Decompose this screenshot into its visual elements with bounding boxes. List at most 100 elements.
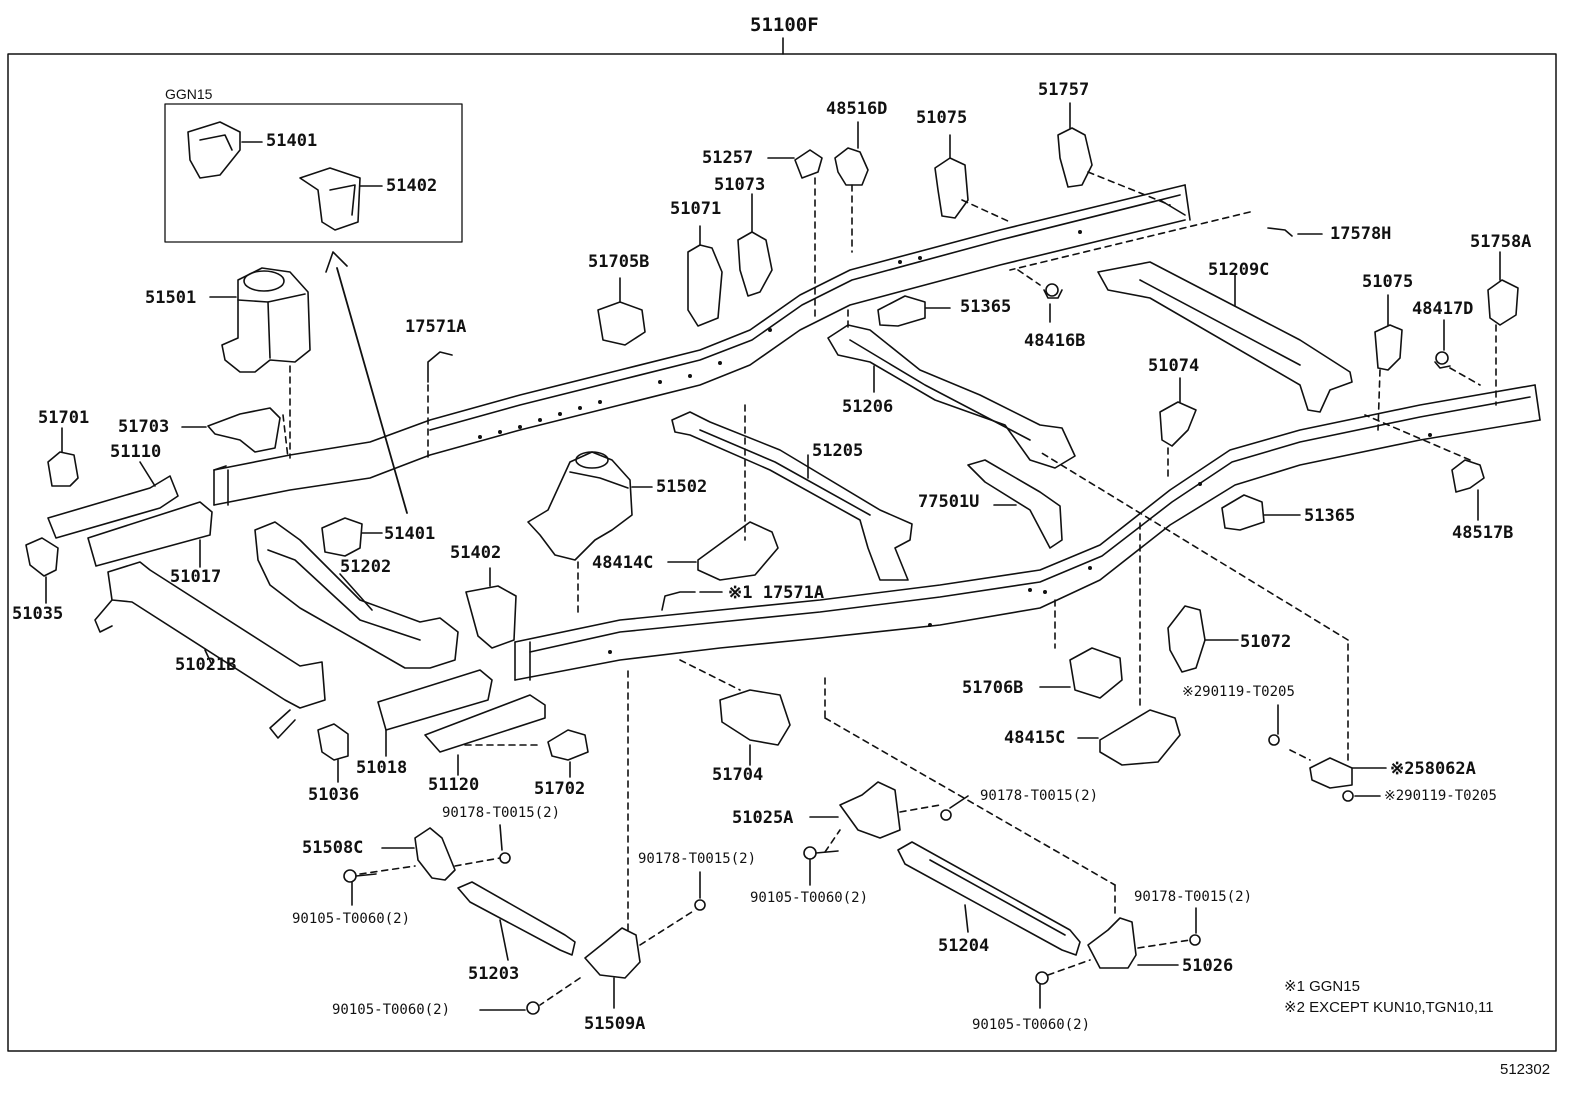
part-label-51110[interactable]: 51110: [110, 442, 162, 462]
part-51021b: [94, 561, 326, 739]
part-label-17578h[interactable]: 17578H: [1330, 224, 1392, 244]
part-label-51075-right[interactable]: 51075: [1362, 272, 1414, 292]
part-label-51365-upper[interactable]: 51365: [960, 297, 1012, 317]
part-label-51025a[interactable]: 51025A: [732, 808, 794, 828]
part-17578h: [1009, 211, 1323, 271]
part-51205: [671, 404, 913, 581]
part-51073: [737, 193, 773, 297]
frame-holes: [478, 230, 1432, 654]
part-51365-lower: [1221, 494, 1301, 531]
part-label-51035[interactable]: 51035: [12, 604, 64, 624]
part-label-51502[interactable]: 51502: [656, 477, 708, 497]
part-label-51758a[interactable]: 51758A: [1470, 232, 1532, 252]
part-51074: [1159, 377, 1197, 479]
part-label-90105-t0060-a[interactable]: 90105-T0060(2): [750, 890, 869, 906]
part-label-90105-t0060-d[interactable]: 90105-T0060(2): [332, 1002, 451, 1018]
part-label-51509a[interactable]: 51509A: [584, 1014, 646, 1034]
part-label-51705b[interactable]: 51705B: [588, 252, 650, 272]
part-51704: [679, 659, 791, 766]
part-label-51203[interactable]: 51203: [468, 964, 520, 984]
part-label-51026[interactable]: 51026: [1182, 956, 1234, 976]
inset-arrow: [336, 267, 408, 514]
part-51703: [181, 407, 289, 459]
part-51025a: [809, 677, 1116, 919]
part-label-58062a[interactable]: ※258062A: [1390, 759, 1476, 779]
part-51705b: [597, 277, 646, 346]
frame-rail-back: [213, 184, 1191, 506]
part-label-48414c[interactable]: 48414C: [592, 553, 654, 573]
part-label-51074[interactable]: 51074: [1148, 356, 1200, 376]
part-label-51706b[interactable]: 51706B: [962, 678, 1024, 698]
part-48516d: [834, 121, 869, 253]
diagram-border: [7, 53, 1557, 1052]
part-label-51365-lower[interactable]: 51365: [1304, 506, 1356, 526]
part-51509a: [539, 667, 696, 1009]
part-51075-upper: [934, 134, 1011, 223]
part-label-51701[interactable]: 51701: [38, 408, 90, 428]
part-51758a: [1487, 251, 1519, 406]
part-label-51018[interactable]: 51018: [356, 758, 408, 778]
part-label-48516d[interactable]: 48516D: [826, 99, 888, 119]
part-58062a: [1039, 451, 1387, 789]
part-label-51204[interactable]: 51204: [938, 936, 990, 956]
part-label-48415c[interactable]: 48415C: [1004, 728, 1066, 748]
part-90119-a: [1268, 704, 1280, 746]
part-51072: [1167, 605, 1239, 673]
part-label-51702[interactable]: 51702: [534, 779, 586, 799]
part-51110: [47, 461, 179, 539]
part-label-51120[interactable]: 51120: [428, 775, 480, 795]
part-label-90105-t0060-b[interactable]: 90105-T0060(2): [972, 1017, 1091, 1033]
part-label-17571a[interactable]: 17571A: [405, 317, 467, 337]
part-90178-b-nut: [1189, 907, 1201, 946]
part-label-51704[interactable]: 51704: [712, 765, 764, 785]
part-label-48417d[interactable]: 48417D: [1412, 299, 1474, 319]
part-label-48517b[interactable]: 48517B: [1452, 523, 1514, 543]
part-label-51205[interactable]: 51205: [812, 441, 864, 461]
part-label-51202[interactable]: 51202: [340, 557, 392, 577]
part-label-51073[interactable]: 51073: [714, 175, 766, 195]
part-48417d: [1434, 319, 1481, 386]
part-51501: [209, 267, 311, 459]
part-label-17571a-ggn15[interactable]: ※1 17571A: [728, 583, 825, 603]
part-label-51071[interactable]: 51071: [670, 199, 722, 219]
part-label-51017[interactable]: 51017: [170, 567, 222, 587]
part-51026: [1047, 917, 1191, 976]
part-90178-d-nut: [694, 871, 706, 911]
part-51706b: [1039, 599, 1123, 699]
part-label-90178-t0015-b[interactable]: 90178-T0015(2): [1134, 889, 1253, 905]
part-label-77501u[interactable]: 77501U: [918, 492, 980, 512]
part-48416b: [1017, 269, 1063, 323]
part-label-51401-lower[interactable]: 51401: [384, 524, 436, 544]
part-label-90178-t0015-d[interactable]: 90178-T0015(2): [638, 851, 757, 867]
part-90178-a-nut: [940, 795, 969, 821]
part-48517b: [1364, 414, 1485, 521]
part-51401-lower: [321, 517, 383, 557]
part-label-90178-t0015-c[interactable]: 90178-T0015(2): [442, 805, 561, 821]
part-label-51401-inset[interactable]: 51401: [266, 131, 318, 151]
part-label-51072[interactable]: 51072: [1240, 632, 1292, 652]
part-label-51508c[interactable]: 51508C: [302, 838, 364, 858]
part-label-51021b[interactable]: 51021B: [175, 655, 237, 675]
part-label-51206[interactable]: 51206: [842, 397, 894, 417]
part-51209c: [1097, 261, 1353, 413]
part-label-51402-lower[interactable]: 51402: [450, 543, 502, 563]
part-51120: [424, 694, 546, 776]
part-label-90105-t0060-c[interactable]: 90105-T0060(2): [292, 911, 411, 927]
part-label-90119-t0205-b[interactable]: ※290119-T0205: [1384, 788, 1497, 804]
part-label-90119-t0205-a[interactable]: ※290119-T0205: [1182, 684, 1295, 700]
part-label-51209c[interactable]: 51209C: [1208, 260, 1270, 280]
part-51402-inset: [299, 167, 383, 231]
part-label-51036[interactable]: 51036: [308, 785, 360, 805]
part-label-48416b[interactable]: 48416B: [1024, 331, 1086, 351]
part-label-51075-upper[interactable]: 51075: [916, 108, 968, 128]
part-label-51402-inset[interactable]: 51402: [386, 176, 438, 196]
part-label-90178-t0015-a[interactable]: 90178-T0015(2): [980, 788, 1099, 804]
part-51035: [25, 537, 59, 604]
part-90178-c-nut: [499, 824, 511, 864]
part-label-51757[interactable]: 51757: [1038, 80, 1090, 100]
part-label-51501[interactable]: 51501: [145, 288, 197, 308]
part-label-51703[interactable]: 51703: [118, 417, 170, 437]
part-51757: [1057, 102, 1171, 206]
part-label-51257[interactable]: 51257: [702, 148, 754, 168]
part-51701: [47, 427, 79, 487]
